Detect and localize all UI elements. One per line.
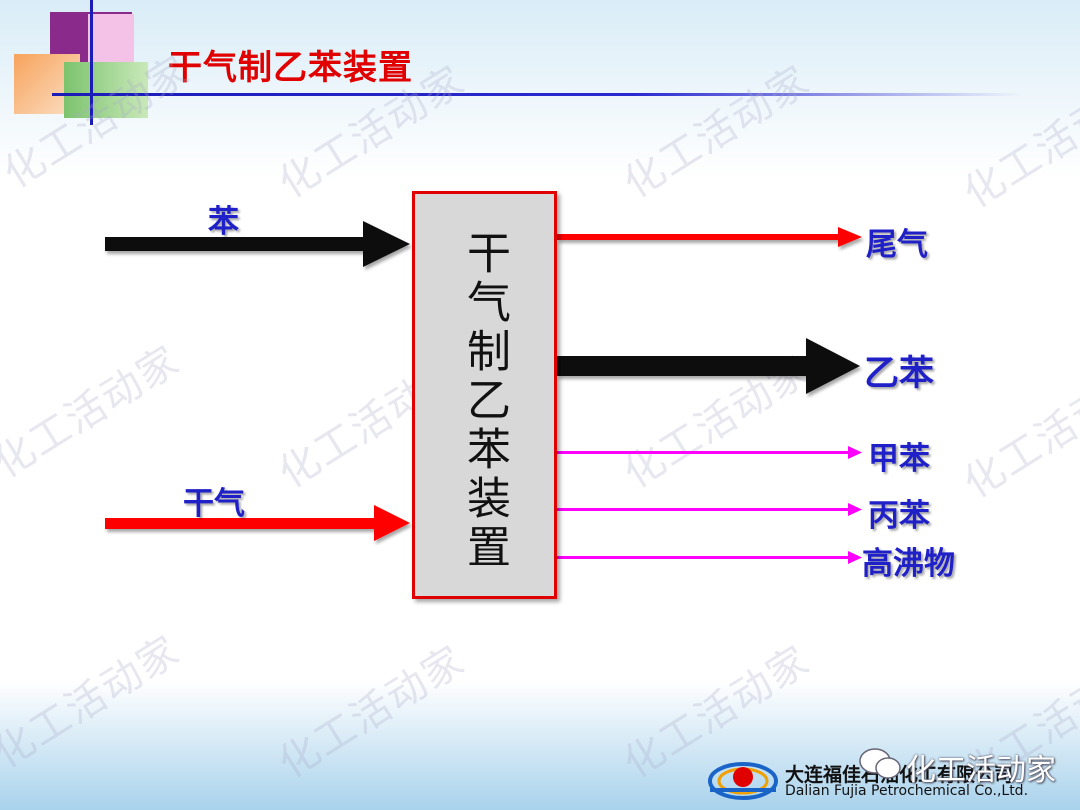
label-dry-gas-in: 干气 — [183, 486, 245, 522]
title-horizontal-rule — [52, 93, 1022, 96]
title-vertical-rule — [90, 0, 93, 125]
arrow-toluene-out — [557, 446, 862, 459]
wechat-account-name: 化工活动家 — [906, 753, 1056, 788]
arrow-propylbenzene-out — [557, 503, 862, 516]
company-name-en: Dalian Fujia Petrochemical Co.,Ltd. — [785, 783, 1029, 799]
label-toluene-out: 甲苯 — [868, 441, 930, 477]
label-benzene-in: 苯 — [208, 204, 239, 240]
arrow-dry-gas-in — [105, 505, 410, 541]
arrow-benzene-in — [105, 221, 410, 267]
label-tail-gas-out: 尾气 — [866, 227, 928, 263]
arrow-tail-gas-out — [557, 227, 862, 247]
slide-title: 干气制乙苯装置 — [168, 48, 413, 88]
company-name-cn: 大连福佳石油化工有限公司 — [785, 764, 1014, 786]
label-heavy-ends-out: 高沸物 — [862, 546, 955, 582]
arrow-ethylbenzene-out — [557, 338, 860, 394]
process-unit-box: 干气制乙苯装置 — [412, 191, 557, 599]
wechat-icon — [859, 748, 901, 779]
decor-square-green — [64, 62, 148, 118]
label-ethylbenzene-out: 乙苯 — [864, 354, 935, 394]
process-unit-label: 干气制乙苯装置 — [459, 230, 510, 573]
label-propylbenzene-out: 丙苯 — [868, 498, 930, 534]
arrow-heavy-ends-out — [557, 551, 862, 564]
company-logo-icon — [708, 762, 778, 800]
decor-square-pink — [88, 14, 134, 70]
